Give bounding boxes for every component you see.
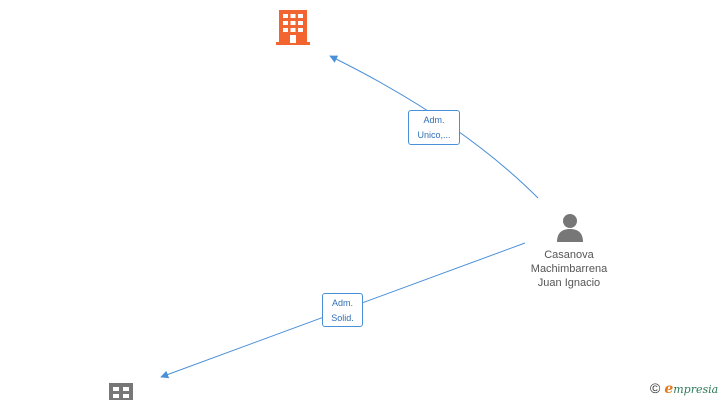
edge-label-top[interactable]: Adm. Unico,... bbox=[408, 110, 460, 145]
person-name-line: Machimbarrena bbox=[530, 263, 608, 275]
person-name-line: Juan Ignacio bbox=[537, 277, 601, 289]
person-icon bbox=[557, 214, 583, 242]
edge-label-bottom[interactable]: Adm. Solid. bbox=[322, 293, 363, 327]
copyright-symbol: © bbox=[650, 380, 661, 396]
company-node-top[interactable] bbox=[276, 10, 310, 46]
building-icon bbox=[109, 383, 133, 400]
person-name-line: Casanova bbox=[544, 249, 594, 261]
brand-initial: e bbox=[664, 381, 674, 397]
edge-label-line: Adm. bbox=[423, 115, 445, 125]
edge-label-line: Unico,... bbox=[417, 130, 451, 140]
company-node-bottom[interactable] bbox=[109, 383, 133, 400]
edge-label-line: Solid. bbox=[331, 313, 354, 323]
person-node[interactable] bbox=[555, 212, 585, 242]
building-icon bbox=[276, 10, 310, 45]
edge-label-line: Adm. bbox=[331, 298, 353, 308]
brand-name: mpresia bbox=[673, 383, 719, 396]
brand-watermark: ©empresia bbox=[650, 380, 718, 397]
person-name-label: Casanova Machimbarrena Juan Ignacio bbox=[509, 248, 629, 290]
